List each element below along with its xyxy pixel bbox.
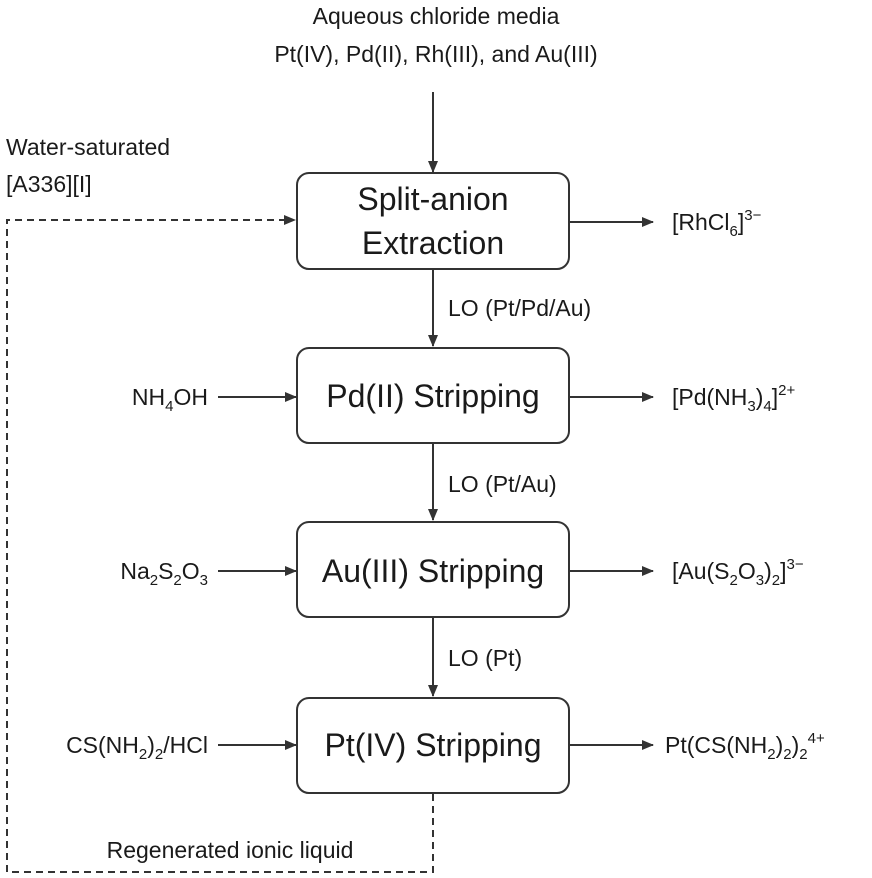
formula-part: NH bbox=[132, 384, 165, 410]
formula-part: 2 bbox=[730, 572, 738, 589]
recycle-arrowhead bbox=[284, 215, 296, 225]
formula-part: 2 bbox=[155, 746, 163, 763]
formula-part: 2 bbox=[783, 746, 791, 763]
formula-part: ) bbox=[756, 384, 764, 410]
formula-part: 3 bbox=[747, 398, 755, 415]
formula-part: 2 bbox=[150, 572, 158, 589]
reagent-thiourea-hcl: CS(NH2)2/HCl bbox=[66, 732, 208, 763]
solvent-label-line2: [A336][I] bbox=[6, 171, 92, 197]
lo-label-1: LO (Pt/Pd/Au) bbox=[448, 295, 591, 321]
recycle-loop-line bbox=[6, 219, 434, 873]
formula-part: ] bbox=[780, 558, 786, 584]
formula-part: [Pd(NH bbox=[672, 384, 747, 410]
source-metals-label: Pt(IV), Pd(II), Rh(III), and Au(III) bbox=[274, 41, 597, 67]
formula-part: ) bbox=[792, 732, 800, 758]
formula-part: ) bbox=[147, 732, 155, 758]
formula-part: CS(NH bbox=[66, 732, 139, 758]
output-pt-species: Pt(CS(NH2)2)24+ bbox=[665, 730, 825, 763]
lo-label-3: LO (Pt) bbox=[448, 645, 522, 671]
output-au-species: [Au(S2O3)2]3− bbox=[672, 556, 804, 589]
formula-part: O bbox=[738, 558, 756, 584]
lo-label-2: LO (Pt/Au) bbox=[448, 471, 557, 497]
output-pd-species: [Pd(NH3)4]2+ bbox=[672, 382, 795, 415]
solvent-label-line1: Water-saturated bbox=[6, 134, 170, 160]
formula-part: ) bbox=[764, 558, 772, 584]
box-pd-stripping bbox=[296, 347, 570, 444]
box-au-stripping bbox=[296, 521, 570, 618]
formula-part: 2 bbox=[173, 572, 181, 589]
box-extraction-line1: Split-anion bbox=[357, 181, 508, 217]
box-extraction-line2: Extraction bbox=[362, 225, 504, 261]
formula-part: 2 bbox=[139, 746, 147, 763]
formula-part: 3− bbox=[787, 556, 804, 573]
formula-part: 2 bbox=[767, 746, 775, 763]
formula-part: 4 bbox=[165, 398, 173, 415]
box-pd-stripping-label: Pd(II) Stripping bbox=[326, 378, 539, 414]
box-au-stripping-label: Au(III) Stripping bbox=[322, 553, 544, 589]
box-pt-stripping-label: Pt(IV) Stripping bbox=[325, 727, 542, 763]
formula-part: ) bbox=[776, 732, 784, 758]
formula-part: Na bbox=[120, 558, 150, 584]
source-media-label: Aqueous chloride media bbox=[313, 3, 560, 29]
formula-part: 4+ bbox=[808, 730, 825, 747]
formula-part: OH bbox=[174, 384, 209, 410]
formula-part: ] bbox=[772, 384, 778, 410]
output-rh-species: [RhCl6]3− bbox=[672, 207, 762, 240]
formula-part: S bbox=[158, 558, 173, 584]
formula-part: 2+ bbox=[778, 382, 795, 399]
formula-part: 3 bbox=[756, 572, 764, 589]
formula-part: [Au(S bbox=[672, 558, 730, 584]
formula-part: 3 bbox=[200, 572, 208, 589]
formula-part: /HCl bbox=[163, 732, 208, 758]
formula-part: Pt(CS(NH bbox=[665, 732, 767, 758]
formula-part: 4 bbox=[763, 398, 771, 415]
regenerated-il-label: Regenerated ionic liquid bbox=[107, 837, 354, 863]
reagent-thiosulfate: Na2S2O3 bbox=[120, 558, 208, 589]
formula-part: O bbox=[182, 558, 200, 584]
reagent-nh4oh: NH4OH bbox=[132, 384, 208, 415]
formula-part: 2 bbox=[799, 746, 807, 763]
formula-part: 2 bbox=[772, 572, 780, 589]
